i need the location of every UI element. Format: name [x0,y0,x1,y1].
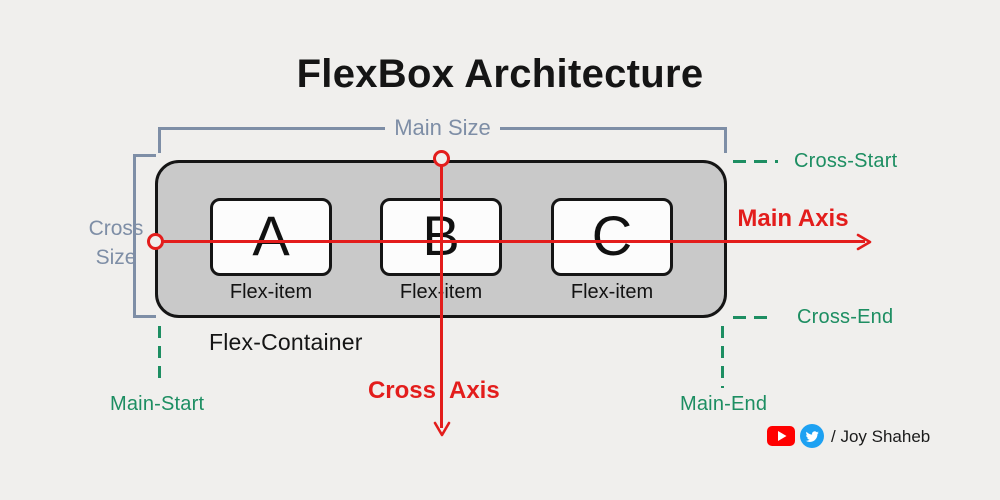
main-size-line-left [158,126,386,130]
cross-axis-origin-circle-icon [433,150,450,167]
main-size-tick-right [724,127,727,153]
flex-item-a-caption: Flex-item [229,281,313,303]
flex-item-a: A Flex-item [210,198,332,304]
main-size-tick-left [158,127,161,153]
flex-item-c-box: C [551,198,673,276]
main-axis-label: Main Axis [737,205,849,232]
main-size-label: Main Size [394,115,491,140]
cross-axis-arrowhead-icon [433,421,451,437]
cross-end-dash-line [733,316,775,319]
flex-item-c: C Flex-item [551,198,673,304]
main-start-label: Main-Start [110,393,205,415]
main-axis-origin-circle-icon [147,233,164,250]
main-size-line-right [499,126,727,130]
page-title: FlexBox Architecture [296,52,704,96]
cross-size-label: Cross Size [88,217,144,269]
cross-end-label: Cross-End [797,306,894,328]
youtube-icon[interactable] [767,426,795,446]
flex-item-c-caption: Flex-item [570,281,654,303]
main-axis-arrowhead-icon [856,233,872,251]
main-size-bracket: Main Size [158,116,727,168]
main-start-dash-line [158,326,161,386]
cross-axis-label-word2: Axis [449,377,500,404]
main-axis-line [163,240,865,243]
main-end-dash-line [721,326,724,388]
cross-size-bracket [133,154,156,318]
flex-item-a-box: A [210,198,332,276]
cross-start-dash-line [733,160,778,163]
twitter-icon[interactable] [800,424,824,448]
flex-container-label: Flex-Container [209,329,363,355]
cross-axis-label-word1: Cross [367,377,436,404]
cross-axis-line [440,166,443,428]
main-end-label: Main-End [680,393,768,415]
cross-start-label: Cross-Start [794,150,898,172]
credit-text: / Joy Shaheb [831,427,931,446]
